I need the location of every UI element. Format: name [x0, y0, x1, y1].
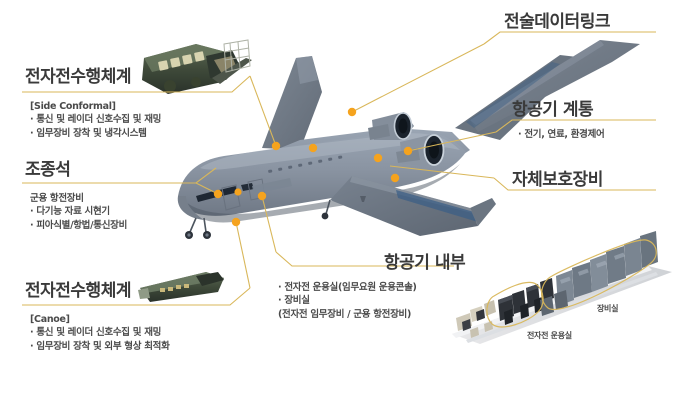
aircraft-interior-cutaway-image	[452, 231, 672, 344]
callout-body-cockpit: 군용 항전장비 · 다기능 자료 시현기 · 피아식별/항법/통신장비	[30, 192, 127, 232]
callout-title-ew-side-conformal: 전자전수행체계	[25, 67, 131, 87]
callout-line: · 통신 및 레이더 신호수집 및 재밍	[30, 327, 162, 339]
lead-interior-to-aircraft	[261, 195, 277, 253]
callout-line: · 장비실	[278, 295, 310, 307]
ew-ops-room-highlight	[486, 281, 544, 328]
callout-title-aircraft-interior: 항공기 내부	[384, 253, 466, 273]
ew-canoe-pod-image	[138, 272, 224, 302]
callout-line: · 임무장비 장착 및 외부 형상 최적화	[30, 340, 170, 352]
callout-line: · 통신 및 레이더 신호수집 및 재밍	[30, 114, 162, 126]
lead-ew-side-conformal-to-aircraft	[249, 75, 277, 147]
interior-label-ew-ops-room: 전자전 운용실	[527, 331, 572, 340]
callout-line: [Canoe]	[30, 314, 70, 325]
callout-line: (전자전 임무장비 / 군용 항전장비)	[278, 308, 412, 320]
callout-line: · 임무장비 장착 및 냉각시스템	[30, 127, 147, 139]
callout-title-cockpit: 조종석	[25, 160, 71, 180]
lead-ew-side-conformal	[22, 75, 251, 93]
callout-title-self-protection: 자체보호장비	[512, 170, 603, 190]
callout-line: · 피아식별/항법/통신장비	[30, 219, 128, 231]
callout-line: 군용 항전장비	[30, 193, 84, 204]
equipment-room-highlight	[541, 239, 657, 311]
callout-dot-door	[234, 188, 242, 196]
callout-dot-cockpit	[213, 189, 223, 199]
callout-line: · 전기, 연료, 환경제어	[518, 129, 605, 140]
callout-dot-datalink	[347, 107, 357, 117]
callout-line: · 전자전 운용실(임무요원 운용콘솔)	[278, 282, 417, 293]
lead-systems-to-aircraft	[407, 131, 497, 152]
lead-protection-to-aircraft	[389, 165, 495, 179]
callout-title-tactical-datalink: 전술데이터링크	[504, 12, 610, 32]
ew-side-conformal-pod-image	[142, 39, 252, 94]
callout-dots	[213, 107, 413, 227]
lead-ew-canoe	[22, 287, 251, 306]
callout-dot-systems-fuselage	[373, 153, 383, 163]
aircraft-3d-render	[177, 40, 640, 239]
callout-dot-side-conformal	[271, 141, 281, 151]
callout-body-ew-canoe: [Canoe] · 통신 및 레이더 신호수집 및 재밍 · 임무장비 장착 및…	[30, 313, 170, 353]
lead-self-protection	[493, 177, 656, 191]
callout-line: · 다기능 자료 시현기	[30, 206, 110, 218]
lead-aircraft-interior	[275, 251, 454, 267]
callout-title-aircraft-systems: 항공기 계통	[512, 100, 594, 120]
callout-dot-interior	[257, 191, 267, 201]
lead-ew-canoe-to-aircraft	[235, 221, 251, 289]
callout-dot-fin	[308, 143, 318, 153]
callout-body-aircraft-systems: · 전기, 연료, 환경제어	[518, 128, 605, 141]
callout-dot-canoe	[231, 217, 241, 227]
callout-title-ew-canoe: 전자전수행체계	[25, 281, 131, 301]
interior-label-equipment-room: 장비실	[597, 304, 619, 313]
lead-datalink-to-aircraft	[351, 43, 485, 113]
lead-aircraft-systems	[495, 119, 656, 133]
callout-body-ew-side-conformal: [Side Conformal] · 통신 및 레이더 신호수집 및 재밍 · …	[30, 100, 161, 140]
lead-tactical-datalink	[483, 31, 656, 45]
callout-body-aircraft-interior: · 전자전 운용실(임무요원 운용콘솔) · 장비실 (전자전 임무장비 / 군…	[278, 281, 417, 321]
callout-dot-systems	[403, 146, 413, 156]
callout-line: [Side Conformal]	[30, 101, 116, 112]
callout-dot-protection	[390, 173, 400, 183]
